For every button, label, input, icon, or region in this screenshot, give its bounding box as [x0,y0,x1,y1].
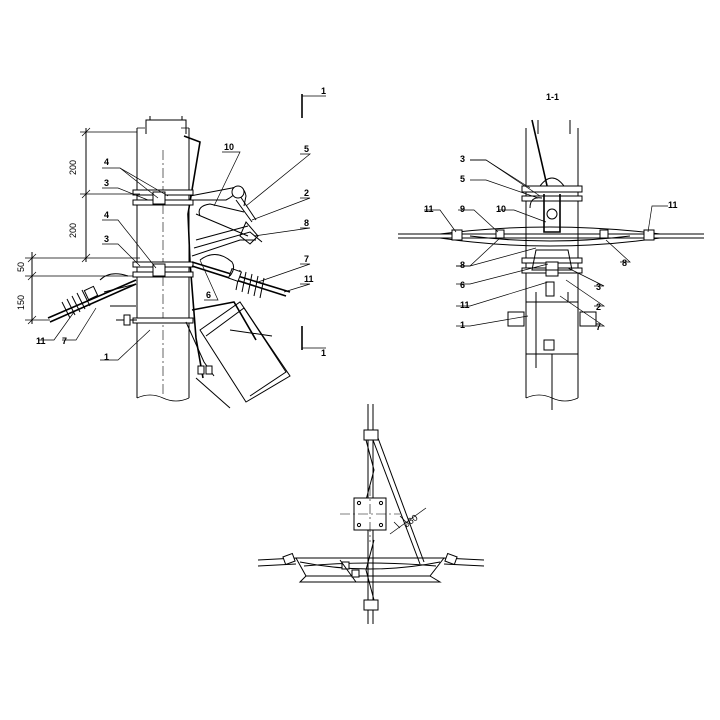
view-title-1-1: 1-1 [546,92,559,102]
label-3-right: 3 [460,154,465,164]
right-section-view: 1-1 [398,92,704,410]
dim-150: 150 [16,295,26,310]
insulator-right [191,254,291,299]
label-3-right-b: 3 [596,282,601,292]
label-2-left: 2 [304,188,309,198]
dimension-lines-left [25,127,140,325]
label-1-left: 1 [104,352,109,362]
bottom-plan-view: ⌀60 [257,404,485,624]
label-1-right: 1 [460,320,465,330]
label-7-right: 7 [596,322,601,332]
label-11-right-b: 11 [460,300,470,310]
bolt-left [110,305,137,326]
section-mark-bottom-text: 1 [321,348,326,358]
leaders-left [38,151,311,361]
label-11-left: 11 [36,336,46,346]
label-10-left: 10 [224,142,234,152]
pole-left [136,116,204,402]
leaders-right [424,159,668,327]
plan-diagonal-brace [372,439,421,565]
plan-hole-dimension: ⌀60 [389,507,427,535]
clamp-bands-left [132,189,194,324]
section-mark-bottom: 1 [301,326,326,358]
label-8-left: 8 [304,218,309,228]
left-elevation-view: 1 1 200 200 50 150 [16,86,326,409]
plan-plate [340,486,400,542]
dim-hole-diameter: ⌀60 [401,512,419,529]
plan-crossarm-tray [257,552,485,583]
upper-brackets-left [189,185,263,257]
label-6-left: 6 [206,290,211,300]
section-mark-top: 1 [301,86,326,118]
label-11-right-of-left-view: 11 [304,274,314,284]
insulator-left [47,273,137,323]
label-10-right: 10 [496,204,506,214]
label-8-right-a: 8 [460,260,465,270]
label-9-right: 9 [460,204,465,214]
label-3-upper: 3 [104,178,109,188]
label-11-right-a: 11 [424,204,434,214]
label-5-right: 5 [460,174,465,184]
dim-200-lower: 200 [68,223,78,238]
label-4-lower: 4 [104,210,109,220]
clamps-right [521,177,583,277]
label-2-right: 2 [596,302,601,312]
label-3-lower: 3 [104,234,109,244]
label-7-left: 7 [62,336,67,346]
section-mark-top-text: 1 [321,86,326,96]
label-11-right-c: 11 [668,200,678,210]
label-8-right-b: 8 [622,258,627,268]
label-4-upper: 4 [104,157,109,167]
crossarm-right [398,226,704,247]
dim-200-upper: 200 [68,160,78,175]
mounting-plate-right [507,281,597,368]
lower-frame-left [185,301,291,409]
label-5-left: 5 [304,144,309,154]
label-6-right: 6 [460,280,465,290]
label-7-right-of-left-view: 7 [304,254,309,264]
dim-50: 50 [16,262,26,272]
